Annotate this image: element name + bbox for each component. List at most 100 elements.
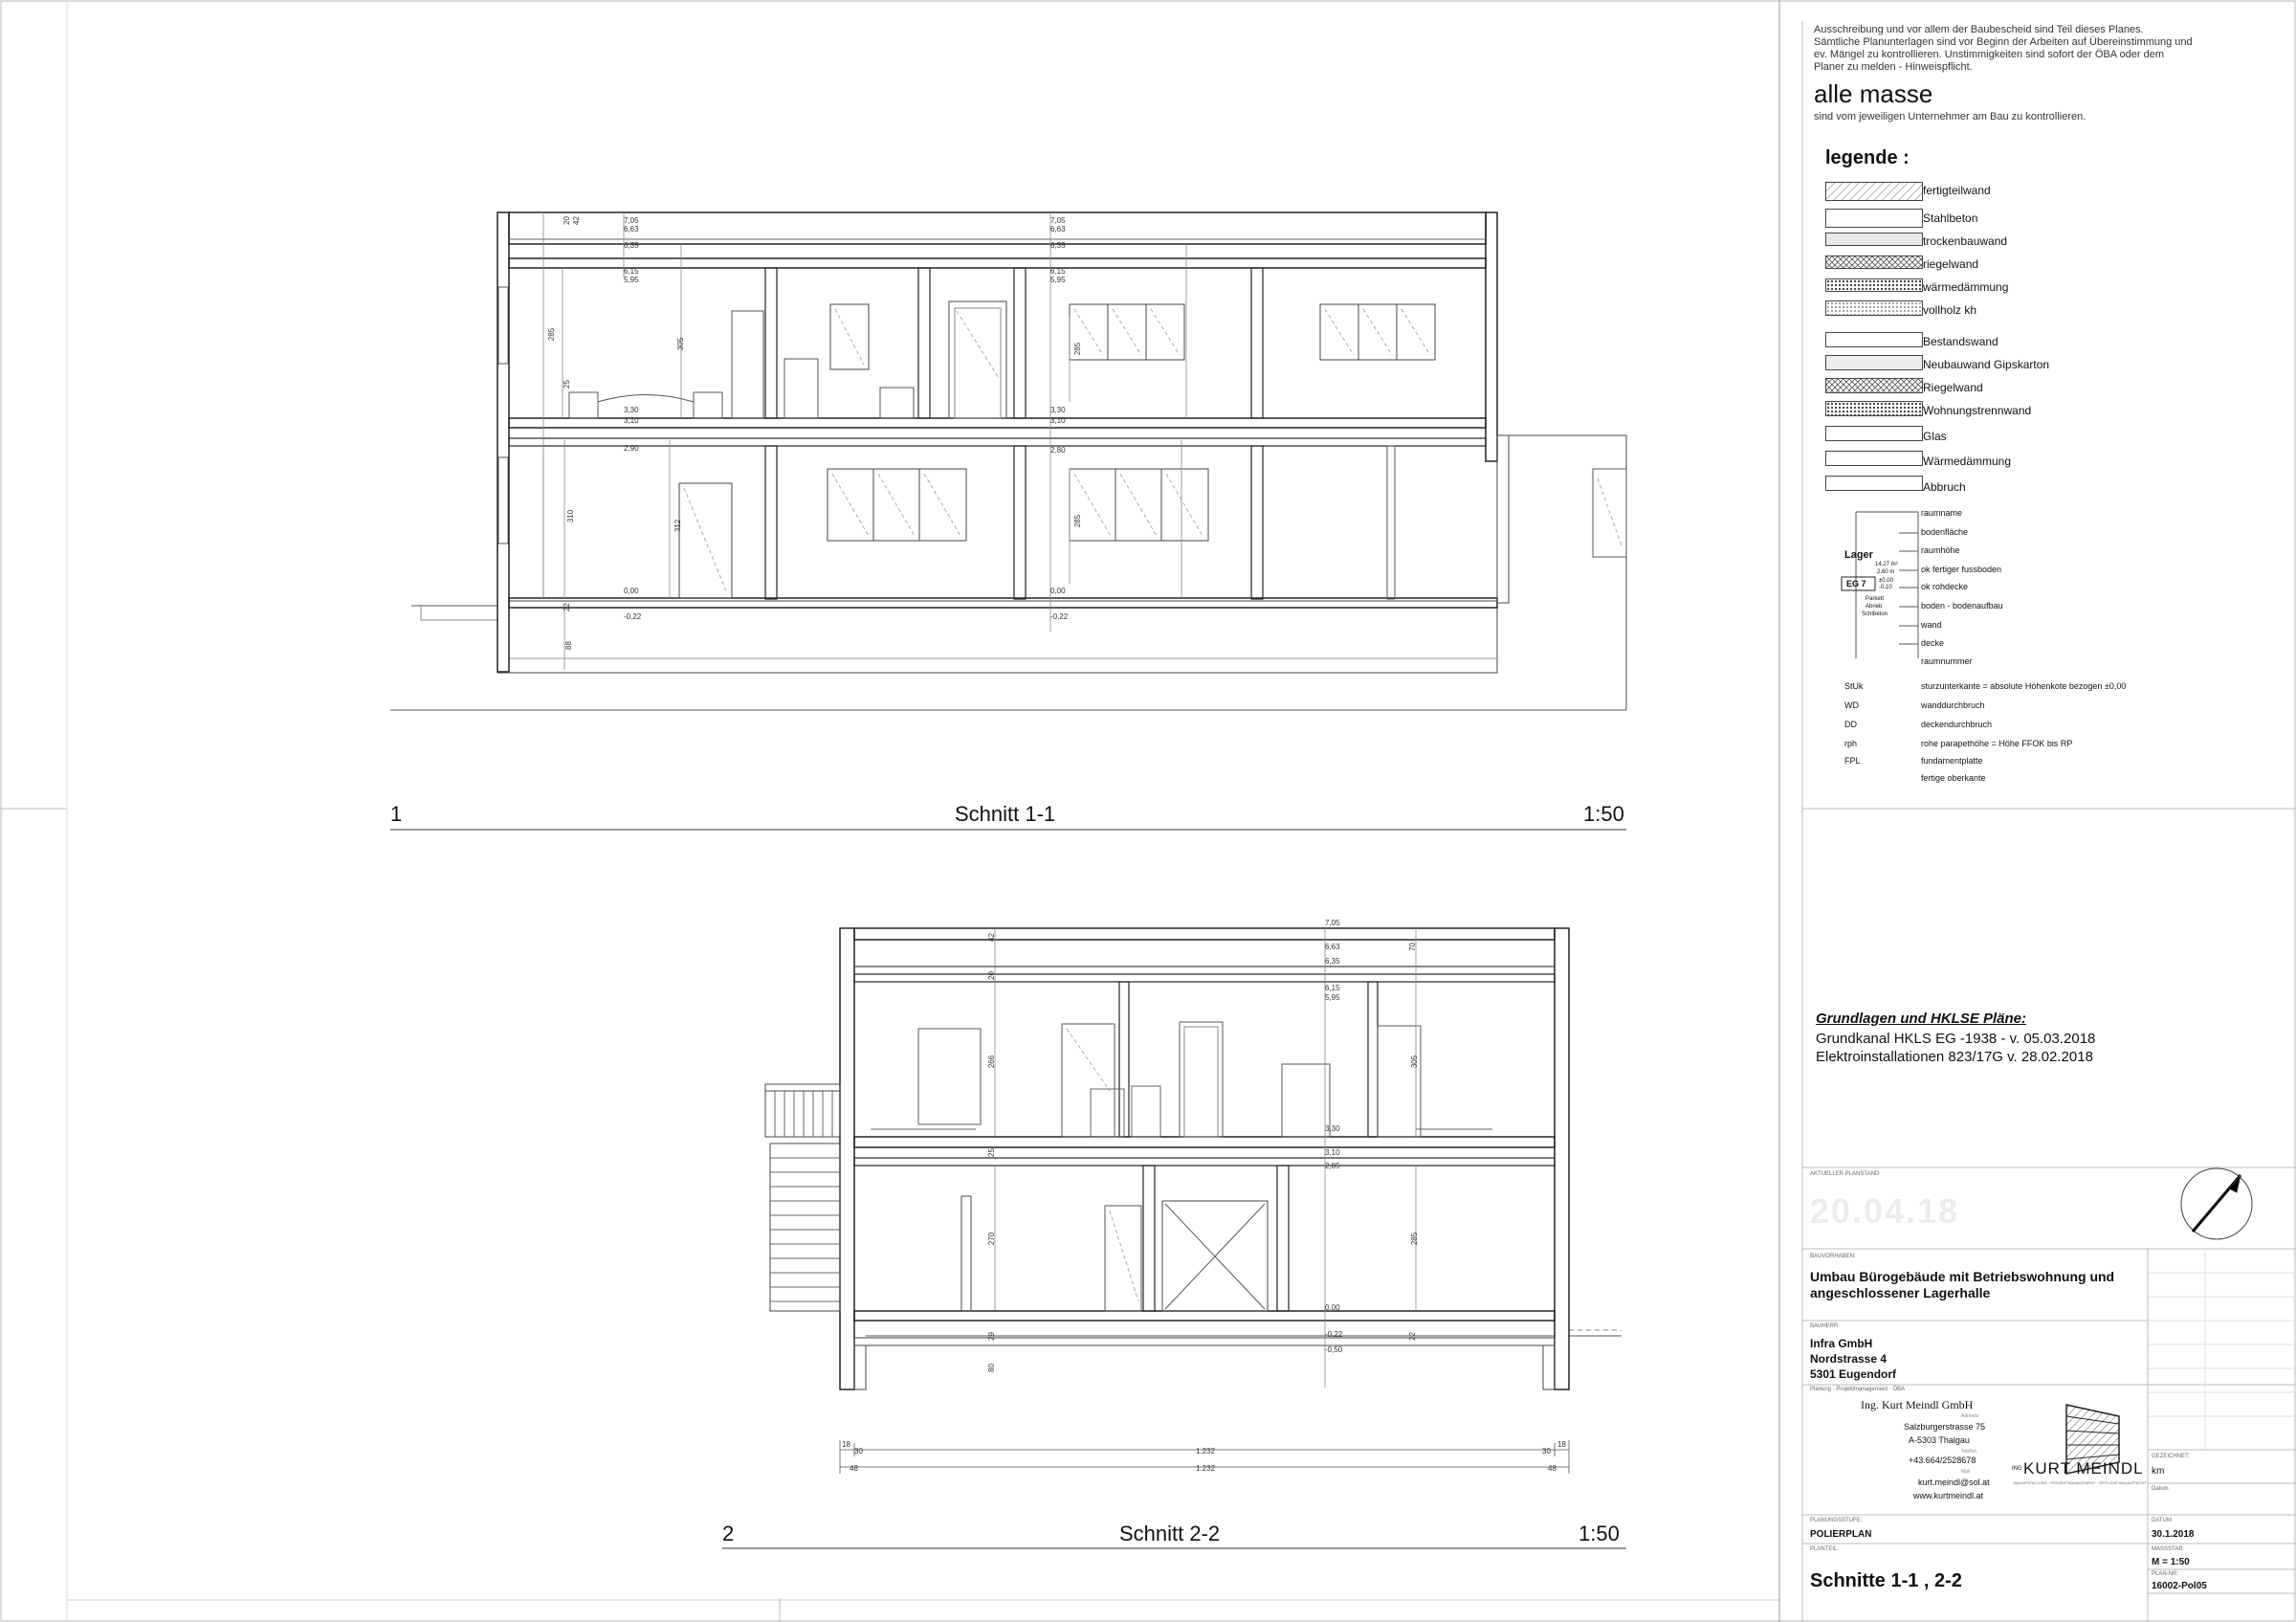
abbr-text-2: deckendurchbruch bbox=[1921, 720, 1993, 729]
s1-dim-312: 312 bbox=[673, 519, 683, 533]
s2-level-000: 0,00 bbox=[1325, 1303, 1340, 1312]
legend-label-11: Wärmedämmung bbox=[1923, 455, 2012, 468]
s2-dimline-left-outer: 18 bbox=[842, 1440, 850, 1449]
firm-phone: +43.664/2528678 bbox=[1909, 1455, 1976, 1465]
s2-dim-20: 20 bbox=[986, 971, 996, 980]
abbr-text-5: fertige oberkante bbox=[1921, 773, 1986, 783]
abbr-text-0: sturzunterkante = absolute Höhenkote bez… bbox=[1921, 681, 2127, 691]
stamp-room-number: EG 7 bbox=[1846, 579, 1866, 589]
s2-dim-70: 70 bbox=[1407, 943, 1417, 951]
abbr-3: rph bbox=[1844, 739, 1858, 748]
s2-level-663: 6,63 bbox=[1325, 943, 1340, 951]
legend-title: legende : bbox=[1825, 147, 1910, 168]
s2-dimline-right-outer: 18 bbox=[1557, 1440, 1566, 1449]
s1-level-290: 2,90 bbox=[624, 444, 639, 453]
legend-swatch-0 bbox=[1825, 182, 1923, 201]
s2-dim-42: 42 bbox=[986, 933, 996, 942]
s1-level-310-a: 3,10 bbox=[624, 416, 639, 425]
firm-web[interactable]: www.kurtmeindl.at bbox=[1913, 1491, 1984, 1500]
legend-label-7: Neubauwand Gipskarton bbox=[1923, 358, 2050, 371]
firm-email[interactable]: kurt.meindl@sol.at bbox=[1918, 1478, 1990, 1487]
bauherr-line-3: 5301 Eugendorf bbox=[1810, 1367, 1897, 1381]
abbr-text-4: fundamentplatte bbox=[1921, 756, 1983, 766]
stamp-label-2: raumhöhe bbox=[1921, 545, 1960, 555]
datum2-label: DATUM bbox=[2152, 1518, 2172, 1523]
stamp-ffok: ±0,00 bbox=[1879, 578, 1893, 584]
logo-text: KURT MEINDL bbox=[2023, 1459, 2144, 1478]
s2-dim-25: 25 bbox=[986, 1148, 996, 1157]
massstab-value: M = 1:50 bbox=[2152, 1557, 2190, 1567]
section-2-title: Schnitt 2-2 bbox=[1119, 1522, 1221, 1545]
legend-label-1: Stahlbeton bbox=[1923, 211, 1978, 225]
firm-mail-label: Mail bbox=[1961, 1469, 1971, 1475]
s2-level-285: 2,85 bbox=[1325, 1162, 1340, 1170]
legend-label-10: Glas bbox=[1923, 430, 1947, 443]
legend-label-4: wärmedämmung bbox=[1923, 280, 2009, 294]
firm-city: A-5303 Thalgau bbox=[1909, 1435, 1970, 1445]
s1-level-663-a: 6,63 bbox=[624, 225, 639, 233]
s2-dim-285: 285 bbox=[1410, 1232, 1420, 1246]
legend-label-2: trockenbauwand bbox=[1923, 234, 2008, 248]
s1-level-022-b: -0,22 bbox=[1050, 612, 1069, 621]
s2-level-050: -0,50 bbox=[1325, 1345, 1343, 1354]
s1-dim-285-c: 285 bbox=[1073, 514, 1083, 528]
s1-level-663-b: 6,63 bbox=[1050, 225, 1066, 233]
grundlagen-line-1: Grundkanal HKLS EG -1938 - v. 05.03.2018 bbox=[1816, 1031, 2096, 1047]
legend-label-6: Bestandswand bbox=[1923, 335, 1998, 348]
legend-swatch-12 bbox=[1825, 476, 1923, 491]
planteil-label: PLANTEIL: bbox=[1810, 1546, 1840, 1552]
s2-dimline-middle-a: 1.232 bbox=[1196, 1447, 1216, 1455]
s2-level-635: 6,35 bbox=[1325, 957, 1340, 966]
s1-level-635-b: 6,35 bbox=[1050, 241, 1066, 250]
s2-level-705: 7,05 bbox=[1325, 919, 1340, 927]
stamp-label-4: ok rohdecke bbox=[1921, 582, 1969, 591]
s2-dimline-middle-b: 1.232 bbox=[1196, 1464, 1216, 1473]
s2-dimline-right-inner: 30 bbox=[1542, 1447, 1551, 1455]
datum-value: 30.1.2018 bbox=[2152, 1529, 2195, 1540]
legend-label-0: fertigteilwand bbox=[1923, 184, 1991, 197]
s1-level-022-a: -0,22 bbox=[624, 612, 642, 621]
bauherr-label: BAUHERR: bbox=[1810, 1323, 1841, 1329]
stamp-b: Parkett bbox=[1866, 596, 1885, 602]
s2-level-310: 3,10 bbox=[1325, 1148, 1340, 1157]
stamp-rh: 2,60 m bbox=[1877, 569, 1895, 575]
grundlagen-line-2: Elektroinstallationen 823/17G v. 28.02.2… bbox=[1816, 1049, 2093, 1065]
s1-dim-310: 310 bbox=[566, 509, 576, 523]
section-2-2-drawing bbox=[764, 927, 1622, 1474]
bauvorhaben-line-1: Umbau Bürogebäude mit Betriebswohnung un… bbox=[1810, 1269, 2115, 1284]
datum-label: Datum bbox=[2152, 1486, 2169, 1492]
s1-dim-305: 305 bbox=[676, 337, 686, 351]
logo-prefix: ING bbox=[2012, 1466, 2022, 1472]
abbr-0: StUk bbox=[1844, 681, 1864, 691]
s1-level-615-b: 6,15 bbox=[1050, 267, 1066, 276]
legend-swatch-8 bbox=[1825, 378, 1923, 393]
stamp-bp: 14,27 m² bbox=[1875, 562, 1898, 567]
legend-label-12: Abbruch bbox=[1923, 480, 1966, 494]
s2-level-595: 5,95 bbox=[1325, 993, 1340, 1002]
s1-level-595-a: 5,95 bbox=[624, 276, 639, 284]
stamp-label-1: bodenfläche bbox=[1921, 527, 1969, 537]
abbr-text-3: rohe parapethöhe = Höhe FFOK bis RP bbox=[1921, 739, 2073, 748]
s1-level-330-a: 3,30 bbox=[624, 406, 639, 414]
gezeichnet-value: km bbox=[2152, 1466, 2165, 1477]
logo-subtitle: BAUGESTALTUNG · PROJEKTMANAGEMENT · ÖRTL… bbox=[2014, 1480, 2147, 1485]
abbr-4: FPL bbox=[1844, 756, 1861, 766]
company-logo-graphic bbox=[2065, 1404, 2120, 1475]
planungsstufe-value: POLIERPLAN bbox=[1810, 1529, 1872, 1540]
legend-swatch-6 bbox=[1825, 332, 1923, 347]
s1-dim-25: 25 bbox=[562, 380, 571, 389]
stamp-label-3: ok fertiger fussboden bbox=[1921, 565, 2002, 574]
s2-dim-270: 270 bbox=[987, 1232, 997, 1246]
legend-swatch-5 bbox=[1825, 300, 1923, 316]
s2-dim-80: 80 bbox=[986, 1364, 996, 1372]
north-arrow-symbol bbox=[2180, 1167, 2253, 1240]
s1-dim-285-b: 285 bbox=[1073, 342, 1083, 356]
s2-dim-22: 22 bbox=[1407, 1332, 1417, 1341]
s2-dimline-left-wall: 48 bbox=[850, 1464, 858, 1473]
massstab-label: MASSSTAB: bbox=[2152, 1546, 2184, 1552]
notes-line-3: ev. Mängel zu kontrollieren. Unstimmigke… bbox=[1814, 49, 2165, 60]
s1-dim-22: 22 bbox=[562, 603, 571, 611]
section-2-scale: 1:50 bbox=[1578, 1522, 1620, 1545]
legend-swatch-2 bbox=[1825, 233, 1923, 246]
s2-dim-29: 29 bbox=[986, 1332, 996, 1341]
